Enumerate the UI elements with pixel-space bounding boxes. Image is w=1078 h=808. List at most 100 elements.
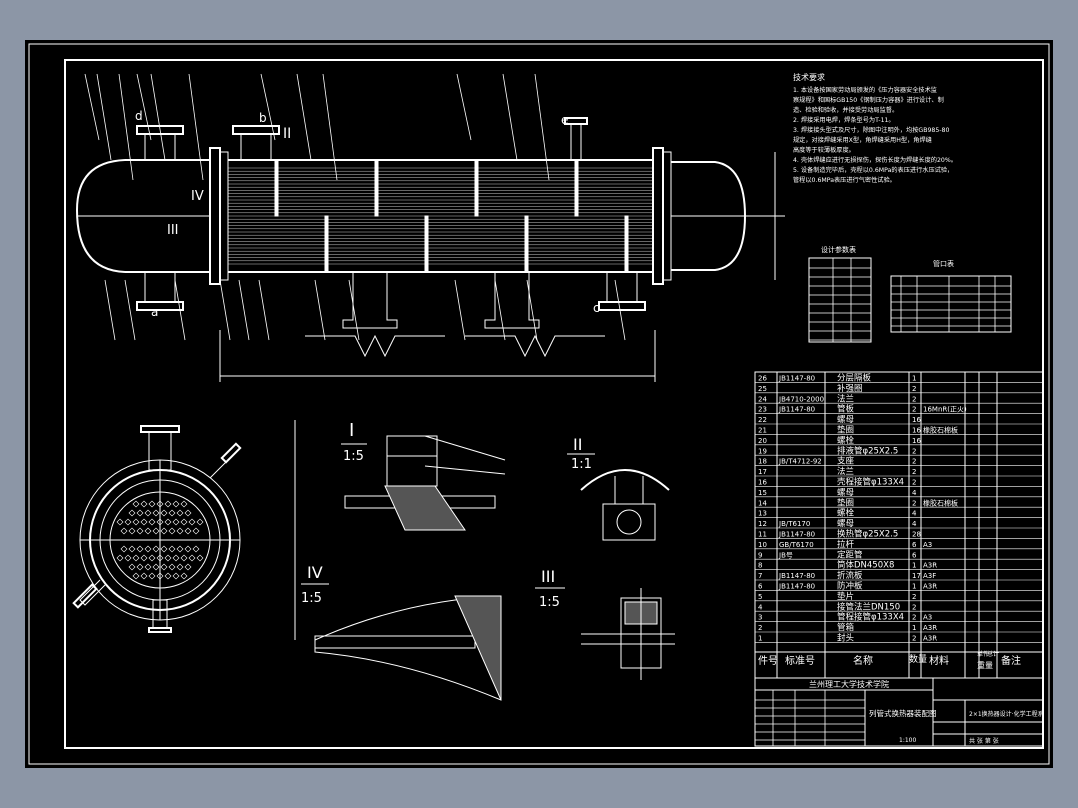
mark-III: III — [167, 223, 179, 238]
bom-cell-name: 换热管φ25X2.5 — [837, 529, 898, 540]
tube-hole — [180, 500, 188, 508]
sheet-info: 共 张 第 张 — [969, 737, 999, 745]
tube-hole — [124, 518, 132, 526]
left-flange — [209, 147, 221, 285]
design-data-table: 设计参数表 — [808, 245, 872, 343]
bom-cell-std: JB/T6170 — [778, 520, 810, 528]
bom-cell-no: 4 — [758, 603, 763, 611]
bom-cell-qty: 4 — [912, 510, 917, 518]
bom-cell-mat: A3 — [923, 541, 932, 549]
nozzle-table-title: 管口表 — [933, 259, 954, 268]
saddle-support-left — [342, 272, 398, 329]
notes-heading: 技术要求 — [793, 72, 825, 82]
bom-cell-no: 6 — [758, 583, 763, 591]
tube-hole — [132, 572, 140, 580]
bom-cell-qty: 2 — [912, 635, 916, 643]
tube-hole — [184, 527, 192, 535]
bom-cell-qty: 2 — [912, 593, 916, 601]
drawing-scale: 1:100 — [899, 737, 916, 744]
bom-cell-std: GB/T6170 — [779, 541, 814, 549]
tube-hole — [160, 509, 168, 517]
bom-cell-no: 3 — [758, 614, 762, 622]
tube-layout — [116, 500, 204, 580]
bom-cell-mat: 橡胶石棉板 — [923, 498, 958, 507]
bom-cell-name: 螺栓 — [837, 435, 855, 446]
tube-hole — [140, 572, 148, 580]
bom-cell-std: JB号 — [778, 551, 793, 559]
section-III-scale: 1:5 — [539, 595, 560, 610]
section-IV-detail: IV 1:5 — [301, 563, 502, 701]
tube-hole — [148, 518, 156, 526]
notes-line: 3. 焊接接头型式及尺寸，除图中注明外，均按GB985-80 — [793, 126, 949, 134]
label-a: a — [151, 305, 158, 319]
tube-hole — [168, 545, 176, 553]
tube-hole — [164, 554, 172, 562]
bom-header-std: 标准号 — [785, 655, 815, 667]
bom-cell-no: 17 — [758, 468, 767, 476]
bom-cell-name: 管板 — [837, 404, 855, 415]
tube-hole — [168, 509, 176, 517]
bom-cell-name: 螺母 — [837, 487, 854, 498]
tube-hole — [140, 554, 148, 562]
bom-cell-qty: 2 — [912, 499, 916, 507]
tube-hole — [188, 518, 196, 526]
tube-hole — [136, 509, 144, 517]
left-head — [75, 159, 126, 273]
bom-cell-name: 补强圈 — [837, 383, 863, 394]
baffle — [374, 159, 379, 217]
bom-cell-name: 螺栓 — [837, 508, 855, 519]
bom-cell-no: 26 — [758, 375, 767, 383]
tube-hole — [176, 545, 184, 553]
nozzle-a-flange — [136, 301, 184, 311]
bom-cell-no: 7 — [758, 572, 762, 580]
bom-cell-name: 垫圈 — [837, 425, 854, 436]
bom-cell-std: JB/T4712-92 — [778, 458, 822, 466]
bom-header-total: 总计 — [987, 650, 999, 658]
bom-cell-qty: 1 — [912, 624, 916, 632]
bom-cell-std: JB1147-80 — [778, 572, 815, 580]
bom-cell-mat: A3R — [923, 562, 937, 570]
bom-cell-std: JB1147-80 — [778, 531, 815, 539]
drawing-sheet: d b e a c II III IV 技术要求 1. 本设备按国家劳动局颁发的… — [25, 40, 1053, 768]
school-name: 兰州理工大学技术学院 — [809, 679, 889, 689]
bom-header-weight: 重量 — [977, 660, 993, 670]
bom-cell-name: 管箱 — [837, 622, 855, 633]
bom-cell-name: 壳程接管φ133X4 — [837, 477, 904, 488]
design-table-title: 设计参数表 — [821, 245, 856, 254]
drawing-name: 列管式换热器装配图 — [869, 708, 937, 718]
tube-hole — [128, 563, 136, 571]
tube-hole — [160, 545, 168, 553]
section-I-mark: I — [349, 420, 354, 441]
notes-line: 4. 壳体焊缝应进行无损探伤，探伤长度为焊缝长度的20%。 — [793, 156, 957, 164]
tube-hole — [180, 518, 188, 526]
tube-hole — [172, 572, 180, 580]
tube-hole — [180, 572, 188, 580]
bom-cell-no: 16 — [758, 479, 767, 487]
bom-cell-no: 21 — [758, 427, 767, 435]
tube-hole — [144, 527, 152, 535]
bom-header-remark: 备注 — [1001, 654, 1021, 667]
bom-cell-no: 8 — [758, 562, 762, 570]
saddle-support-right — [484, 272, 540, 329]
tube-hole — [172, 518, 180, 526]
bom-cell-no: 18 — [758, 458, 767, 466]
section-IV-mark: IV — [307, 563, 323, 582]
notes-line: 造、检验和验收，并接受劳动局监督。 — [793, 106, 898, 114]
tube-hole — [152, 527, 160, 535]
baffle — [324, 215, 329, 273]
bom-cell-qty: 4 — [912, 489, 917, 497]
bom-cell-no: 9 — [758, 551, 762, 559]
notes-line: 察规程》和国标GB150《钢制压力容器》进行设计、制 — [793, 96, 944, 104]
bom-cell-no: 11 — [758, 531, 767, 539]
notes-line: 高度等于较薄板厚度。 — [793, 146, 855, 154]
mark-IV: IV — [191, 189, 204, 204]
